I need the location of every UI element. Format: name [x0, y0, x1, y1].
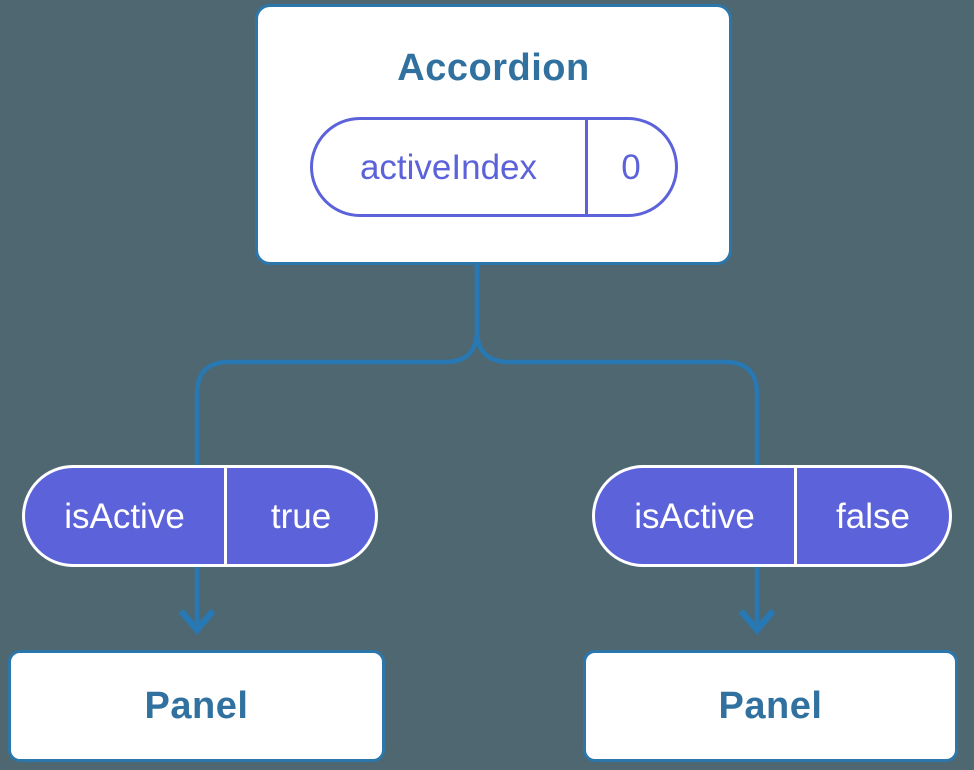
prop-pill-name: isActive [595, 468, 797, 564]
panel-node-title: Panel [718, 685, 823, 727]
panel-node-right: Panel [583, 650, 958, 762]
edge-root-to-left-child [194, 263, 480, 624]
accordion-node-title: Accordion [397, 47, 590, 89]
down-arrowhead-right-icon [738, 608, 776, 636]
prop-pill-name: isActive [25, 468, 227, 564]
prop-pill-value: false [836, 496, 910, 536]
panel-node-title: Panel [144, 685, 249, 727]
prop-pill-isactive-false: isActive false [592, 465, 952, 567]
state-pill-value: 0 [621, 147, 641, 187]
edge-root-to-right-child [474, 263, 760, 624]
state-pill-activeindex: activeIndex 0 [309, 117, 678, 217]
prop-pill-isactive-true: isActive true [22, 465, 378, 567]
prop-pill-value: true [270, 496, 332, 536]
panel-node-left: Panel [8, 650, 385, 762]
accordion-node: Accordion activeIndex 0 [255, 4, 732, 265]
down-arrowhead-left-icon [178, 608, 216, 636]
state-pill-name: activeIndex [313, 120, 588, 214]
